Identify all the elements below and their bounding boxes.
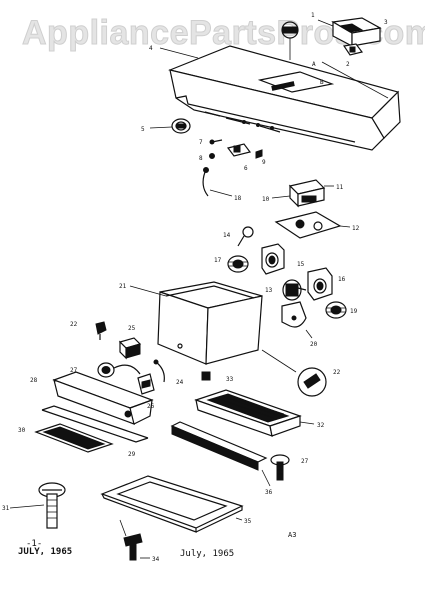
label-37-right: 27 xyxy=(301,458,309,465)
part-24-wire-clip[interactable] xyxy=(153,359,165,383)
label-31: 31 xyxy=(2,505,10,512)
label-2: 2 xyxy=(346,61,350,68)
part-32-grease-filter[interactable] xyxy=(194,389,302,437)
label-10: 10 xyxy=(262,196,270,203)
label-14: 14 xyxy=(223,232,231,239)
part-31-screw[interactable] xyxy=(38,482,66,529)
date-left: JULY, 1965 xyxy=(18,547,73,557)
part-33-spacer[interactable] xyxy=(201,371,211,381)
label-16: 16 xyxy=(338,276,346,283)
label-34: 34 xyxy=(152,556,160,563)
part-19-blower-wheel[interactable] xyxy=(325,301,347,319)
part-8-nut[interactable] xyxy=(209,153,215,159)
part-34-screw[interactable] xyxy=(119,519,143,561)
label-24: 24 xyxy=(176,379,184,386)
label-13: 13 xyxy=(265,287,273,294)
label-18: 18 xyxy=(234,195,242,202)
label-15: 15 xyxy=(297,261,305,268)
label-19: 19 xyxy=(350,308,358,315)
part-16-motor-housing[interactable] xyxy=(307,267,333,301)
label-12: 12 xyxy=(352,225,360,232)
part-29-strip[interactable] xyxy=(41,405,149,443)
label-32: 32 xyxy=(317,422,325,429)
part-28-light-shield[interactable] xyxy=(52,371,154,425)
part-15-motor-housing[interactable] xyxy=(261,243,285,275)
part-20-motor-bracket[interactable] xyxy=(281,301,307,328)
part-2-cover-plate[interactable] xyxy=(342,43,364,56)
date-right: July, 1965 xyxy=(180,549,235,559)
part-1-junction-box[interactable] xyxy=(331,17,382,47)
label-36: 36 xyxy=(265,489,273,496)
part-21-blower-box[interactable] xyxy=(157,281,263,365)
part-12-motor-plate[interactable] xyxy=(274,211,342,239)
label-B: B xyxy=(320,79,324,86)
part-36-trim-strip[interactable] xyxy=(170,421,268,471)
drawing-code: A3 xyxy=(288,531,297,539)
part-35-bottom-frame[interactable] xyxy=(100,475,244,533)
part-7-screw[interactable] xyxy=(209,139,223,145)
part-37-screw[interactable] xyxy=(270,454,290,481)
part-9-clip[interactable] xyxy=(255,149,263,159)
label-20: 20 xyxy=(310,341,318,348)
part-17-blower-wheel[interactable] xyxy=(227,255,249,273)
part-10-terminal-block[interactable] xyxy=(288,179,326,208)
part-6-switch[interactable] xyxy=(226,143,252,157)
label-30: 30 xyxy=(18,427,26,434)
part-22-plug[interactable] xyxy=(261,349,327,397)
part-5-knob[interactable] xyxy=(171,118,191,134)
label-A: A xyxy=(312,61,316,68)
label-9: 9 xyxy=(262,159,266,166)
part-23-clip[interactable] xyxy=(95,321,107,340)
label-21: 21 xyxy=(119,283,127,290)
page-number: -1- xyxy=(26,539,43,549)
label-22: 22 xyxy=(333,369,341,376)
label-3: 3 xyxy=(384,19,388,26)
part-25-capacitor[interactable] xyxy=(118,337,142,360)
label-8: 8 xyxy=(199,155,203,162)
part-27-lamp-socket[interactable] xyxy=(97,362,141,378)
label-4: 4 xyxy=(149,45,153,52)
label-29: 29 xyxy=(128,451,136,458)
label-5: 5 xyxy=(141,126,145,133)
part-4-hood-housing[interactable] xyxy=(168,21,401,151)
part-13-motor[interactable] xyxy=(282,279,307,301)
label-33: 33 xyxy=(226,376,234,383)
label-25: 25 xyxy=(128,325,136,332)
part-26-bulb-holder[interactable] xyxy=(137,373,155,395)
part-30-light-lens[interactable] xyxy=(34,423,114,453)
label-35: 35 xyxy=(244,518,252,525)
label-1: 1 xyxy=(311,12,315,19)
label-17: 17 xyxy=(214,257,222,264)
label-23: 22 xyxy=(70,321,78,328)
label-11: 11 xyxy=(336,184,344,191)
label-6: 6 xyxy=(244,165,248,172)
label-7: 7 xyxy=(199,139,203,146)
part-14-screw[interactable] xyxy=(237,226,254,247)
label-28: 28 xyxy=(30,377,38,384)
part-18-cord[interactable] xyxy=(202,167,209,197)
label-27-left: 27 xyxy=(70,367,78,374)
